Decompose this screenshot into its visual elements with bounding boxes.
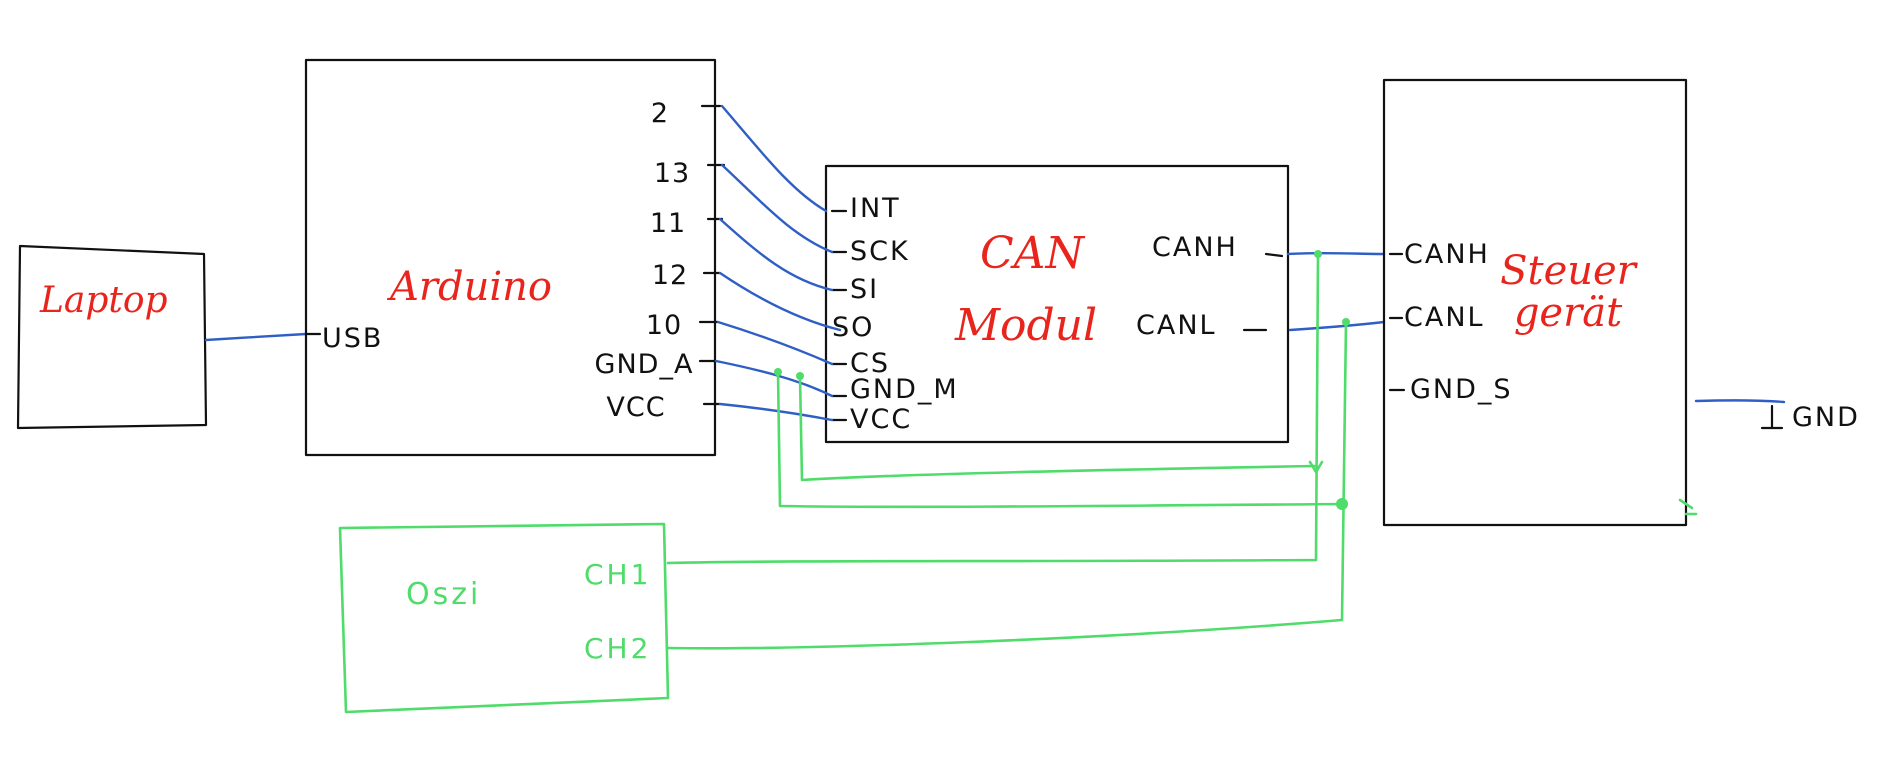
steuergeraet-box — [1382, 78, 1688, 527]
wire-gnd-ext — [1694, 399, 1786, 404]
can-pin-si: SI — [850, 274, 879, 305]
arduino-pin-vcc: VCC — [606, 392, 665, 423]
probe-junction-gnd-a — [774, 368, 782, 376]
probe-junction-gnd-m — [796, 372, 804, 380]
oszi-title: Oszi — [406, 577, 481, 612]
wire-canl — [1288, 320, 1386, 332]
probe-junction-mid — [1336, 498, 1348, 510]
can-pin-canh: CANH — [1152, 232, 1238, 263]
usb-cable — [204, 332, 308, 342]
probe-gnd-loop-1 — [798, 374, 1318, 482]
laptop-box — [16, 244, 208, 430]
arduino-block: Arduino USB 2 13 11 12 10 GND_A VCC — [304, 58, 726, 457]
oszi-block: Oszi CH1 CH2 — [338, 522, 670, 714]
arduino-pin-2: 2 — [651, 98, 669, 129]
arduino-pin-12: 12 — [652, 260, 688, 291]
can-pin-sck: SCK — [850, 236, 910, 267]
steuergeraet-title-line1: Steuer — [1500, 248, 1639, 294]
sg-pin-canl: CANL — [1404, 302, 1485, 333]
gnd-label: GND — [1792, 402, 1860, 433]
arduino-title: Arduino — [386, 264, 552, 310]
can-pin-so: SO — [832, 312, 874, 343]
wire-11-si — [718, 217, 834, 292]
can-pin-canh-tick — [1264, 252, 1284, 258]
wire-13-sck — [720, 163, 834, 254]
arduino-pin-13: 13 — [654, 158, 690, 189]
can-pin-int: INT — [850, 193, 901, 224]
can-pin-gnd-m: GND_M — [850, 374, 959, 405]
arduino-pin-gnd-a: GND_A — [595, 349, 694, 380]
can-module-block: CAN Modul INT SCK SI SO CS GND_M VCC CAN… — [824, 164, 1290, 444]
probe-wires — [666, 250, 1350, 650]
sg-pin-gnd-s: GND_S — [1410, 374, 1513, 405]
probe-ch2-canl — [666, 320, 1348, 650]
can-module-title-line2: Modul — [954, 300, 1097, 351]
probe-junction-canh — [1314, 250, 1322, 258]
sg-pin-canh: CANH — [1404, 239, 1490, 270]
arduino-usb-label: USB — [322, 323, 383, 354]
probe-arrow-canh — [1308, 460, 1324, 474]
laptop-title: Laptop — [39, 280, 168, 321]
probe-ch1-canh — [666, 252, 1320, 565]
steuergeraet-title-line2: gerät — [1514, 290, 1623, 336]
can-module-box — [824, 164, 1290, 444]
steuergeraet-block: Steuer gerät CANH CANL GND_S — [1382, 78, 1698, 527]
wire-canh — [1286, 251, 1386, 256]
wire-vcc — [718, 402, 834, 422]
oszi-ch2: CH2 — [584, 632, 651, 665]
probe-junction-canl — [1342, 318, 1350, 326]
can-module-title-line1: CAN — [980, 228, 1085, 279]
laptop-block: Laptop — [16, 244, 208, 430]
sg-corner-mark — [1678, 498, 1698, 516]
wire-gnd — [714, 359, 834, 398]
oszi-ch1: CH1 — [584, 558, 651, 591]
arduino-box — [304, 58, 717, 457]
wire-10-cs — [716, 320, 834, 366]
can-pin-vcc: VCC — [850, 404, 912, 435]
can-pin-canl: CANL — [1136, 310, 1217, 341]
wire-2-int — [720, 104, 828, 213]
wire-12-so — [718, 271, 842, 332]
oszi-box — [338, 522, 670, 714]
arduino-pin-10: 10 — [646, 310, 682, 341]
probe-gnd-loop-2 — [776, 370, 1344, 509]
arduino-pin-11: 11 — [650, 208, 686, 239]
can-pin-cs: CS — [850, 348, 890, 379]
